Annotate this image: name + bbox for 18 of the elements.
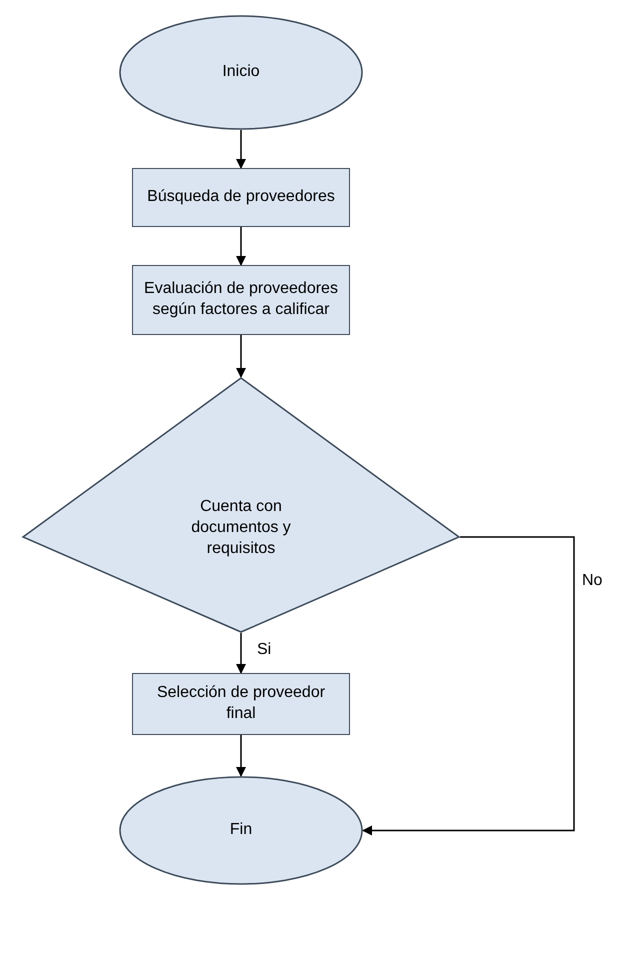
arrow xyxy=(236,130,246,169)
node-text: Evaluación de proveedores según factores a calificar xyxy=(143,279,339,320)
process-box xyxy=(132,168,350,227)
arrow xyxy=(236,633,246,674)
node-text: Cuenta con documentos y requisitos xyxy=(190,497,292,559)
node-text: Inicio xyxy=(221,62,261,82)
node-text: Selección de proveedor final xyxy=(156,683,326,724)
node-text: Búsqueda de proveedores xyxy=(146,187,336,208)
process-box xyxy=(132,265,350,335)
node-text: Fin xyxy=(228,820,254,840)
arrow xyxy=(236,735,246,777)
arrow xyxy=(362,536,575,836)
decision-diamond xyxy=(22,377,460,633)
arrow xyxy=(236,335,246,378)
terminal-ellipse xyxy=(119,15,363,130)
terminal-ellipse xyxy=(119,776,363,885)
process-box xyxy=(132,673,350,735)
arrow xyxy=(236,227,246,266)
